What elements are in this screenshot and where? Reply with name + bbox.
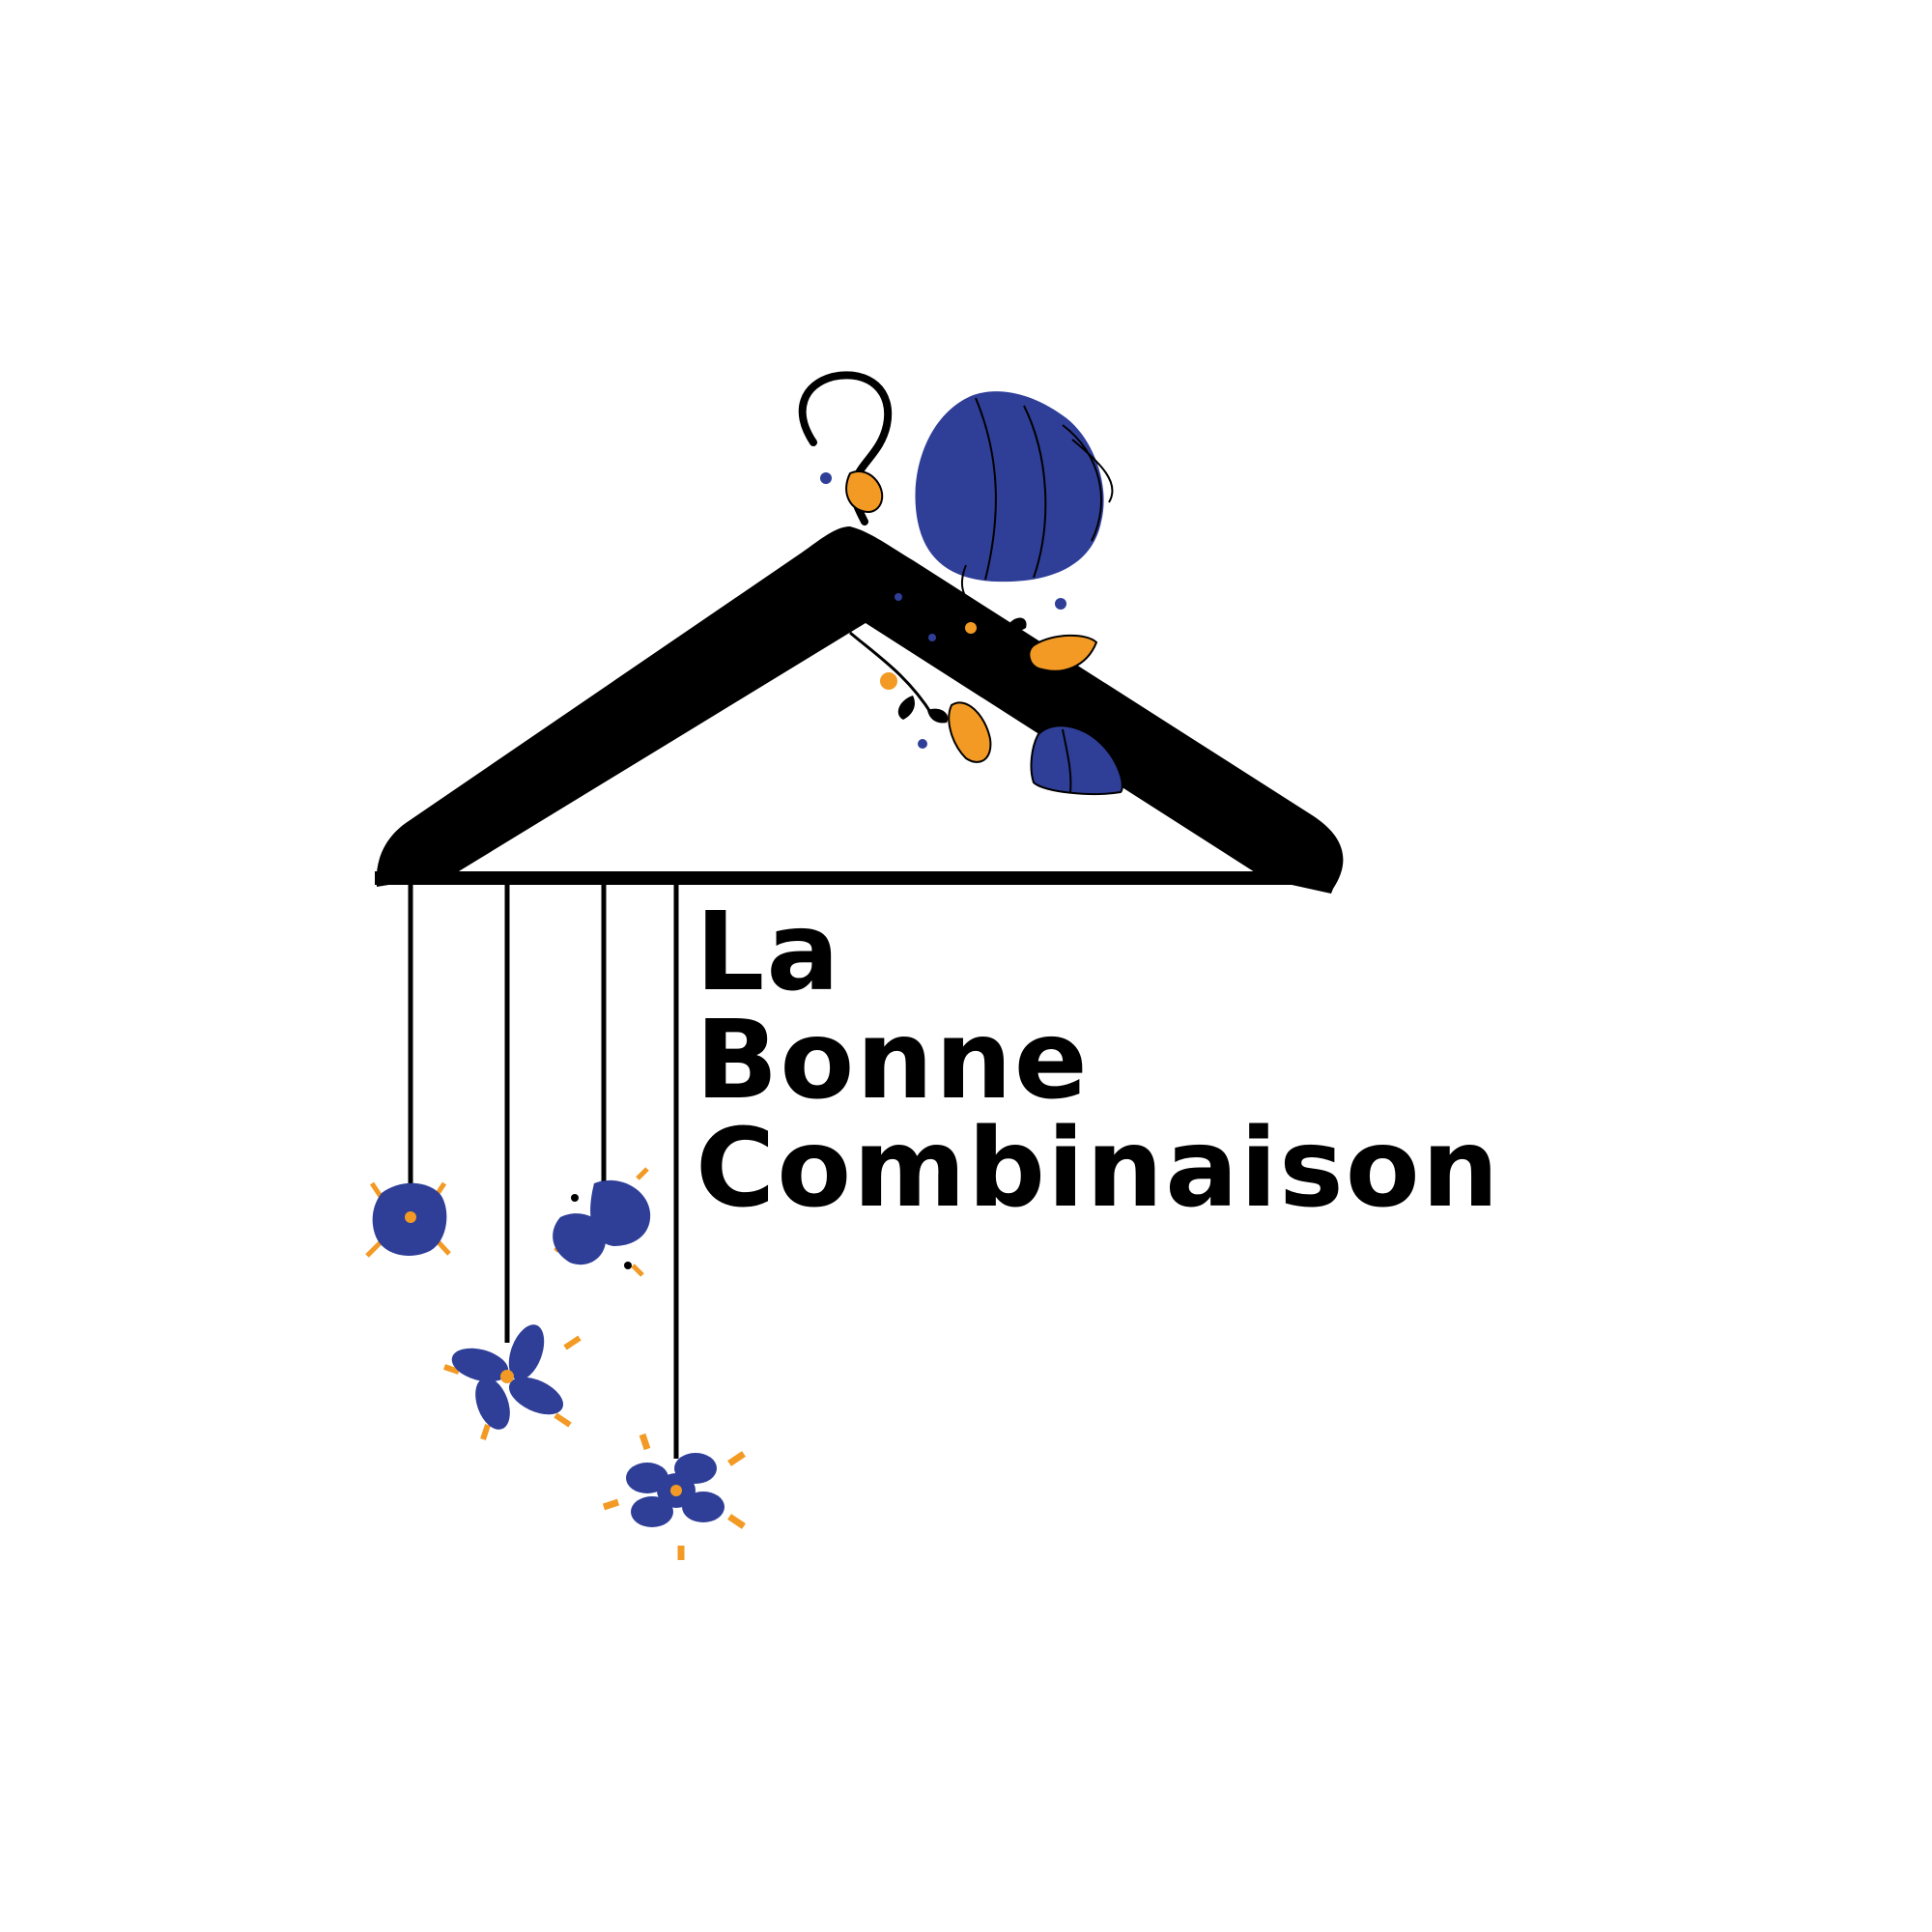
hanging-strings [408,884,679,1459]
brand-line-3: Combinaison [696,1106,1501,1232]
tulip-icon [915,391,1114,608]
brand-line-2: Bonne [696,998,1090,1123]
hanger-bar [375,871,1331,885]
flower-icon [365,1181,451,1258]
stem-decoration [820,472,1066,749]
brand-line-1: La [696,890,841,1015]
flower-icon [443,1324,582,1440]
orange-leaves [845,469,1098,763]
hanger-icon [376,526,1344,894]
tulip-icon [1030,724,1123,795]
flower-icon [553,1167,651,1277]
flower-icon [602,1433,746,1560]
brand-name: La Bonne Combinaison [696,898,1500,1223]
